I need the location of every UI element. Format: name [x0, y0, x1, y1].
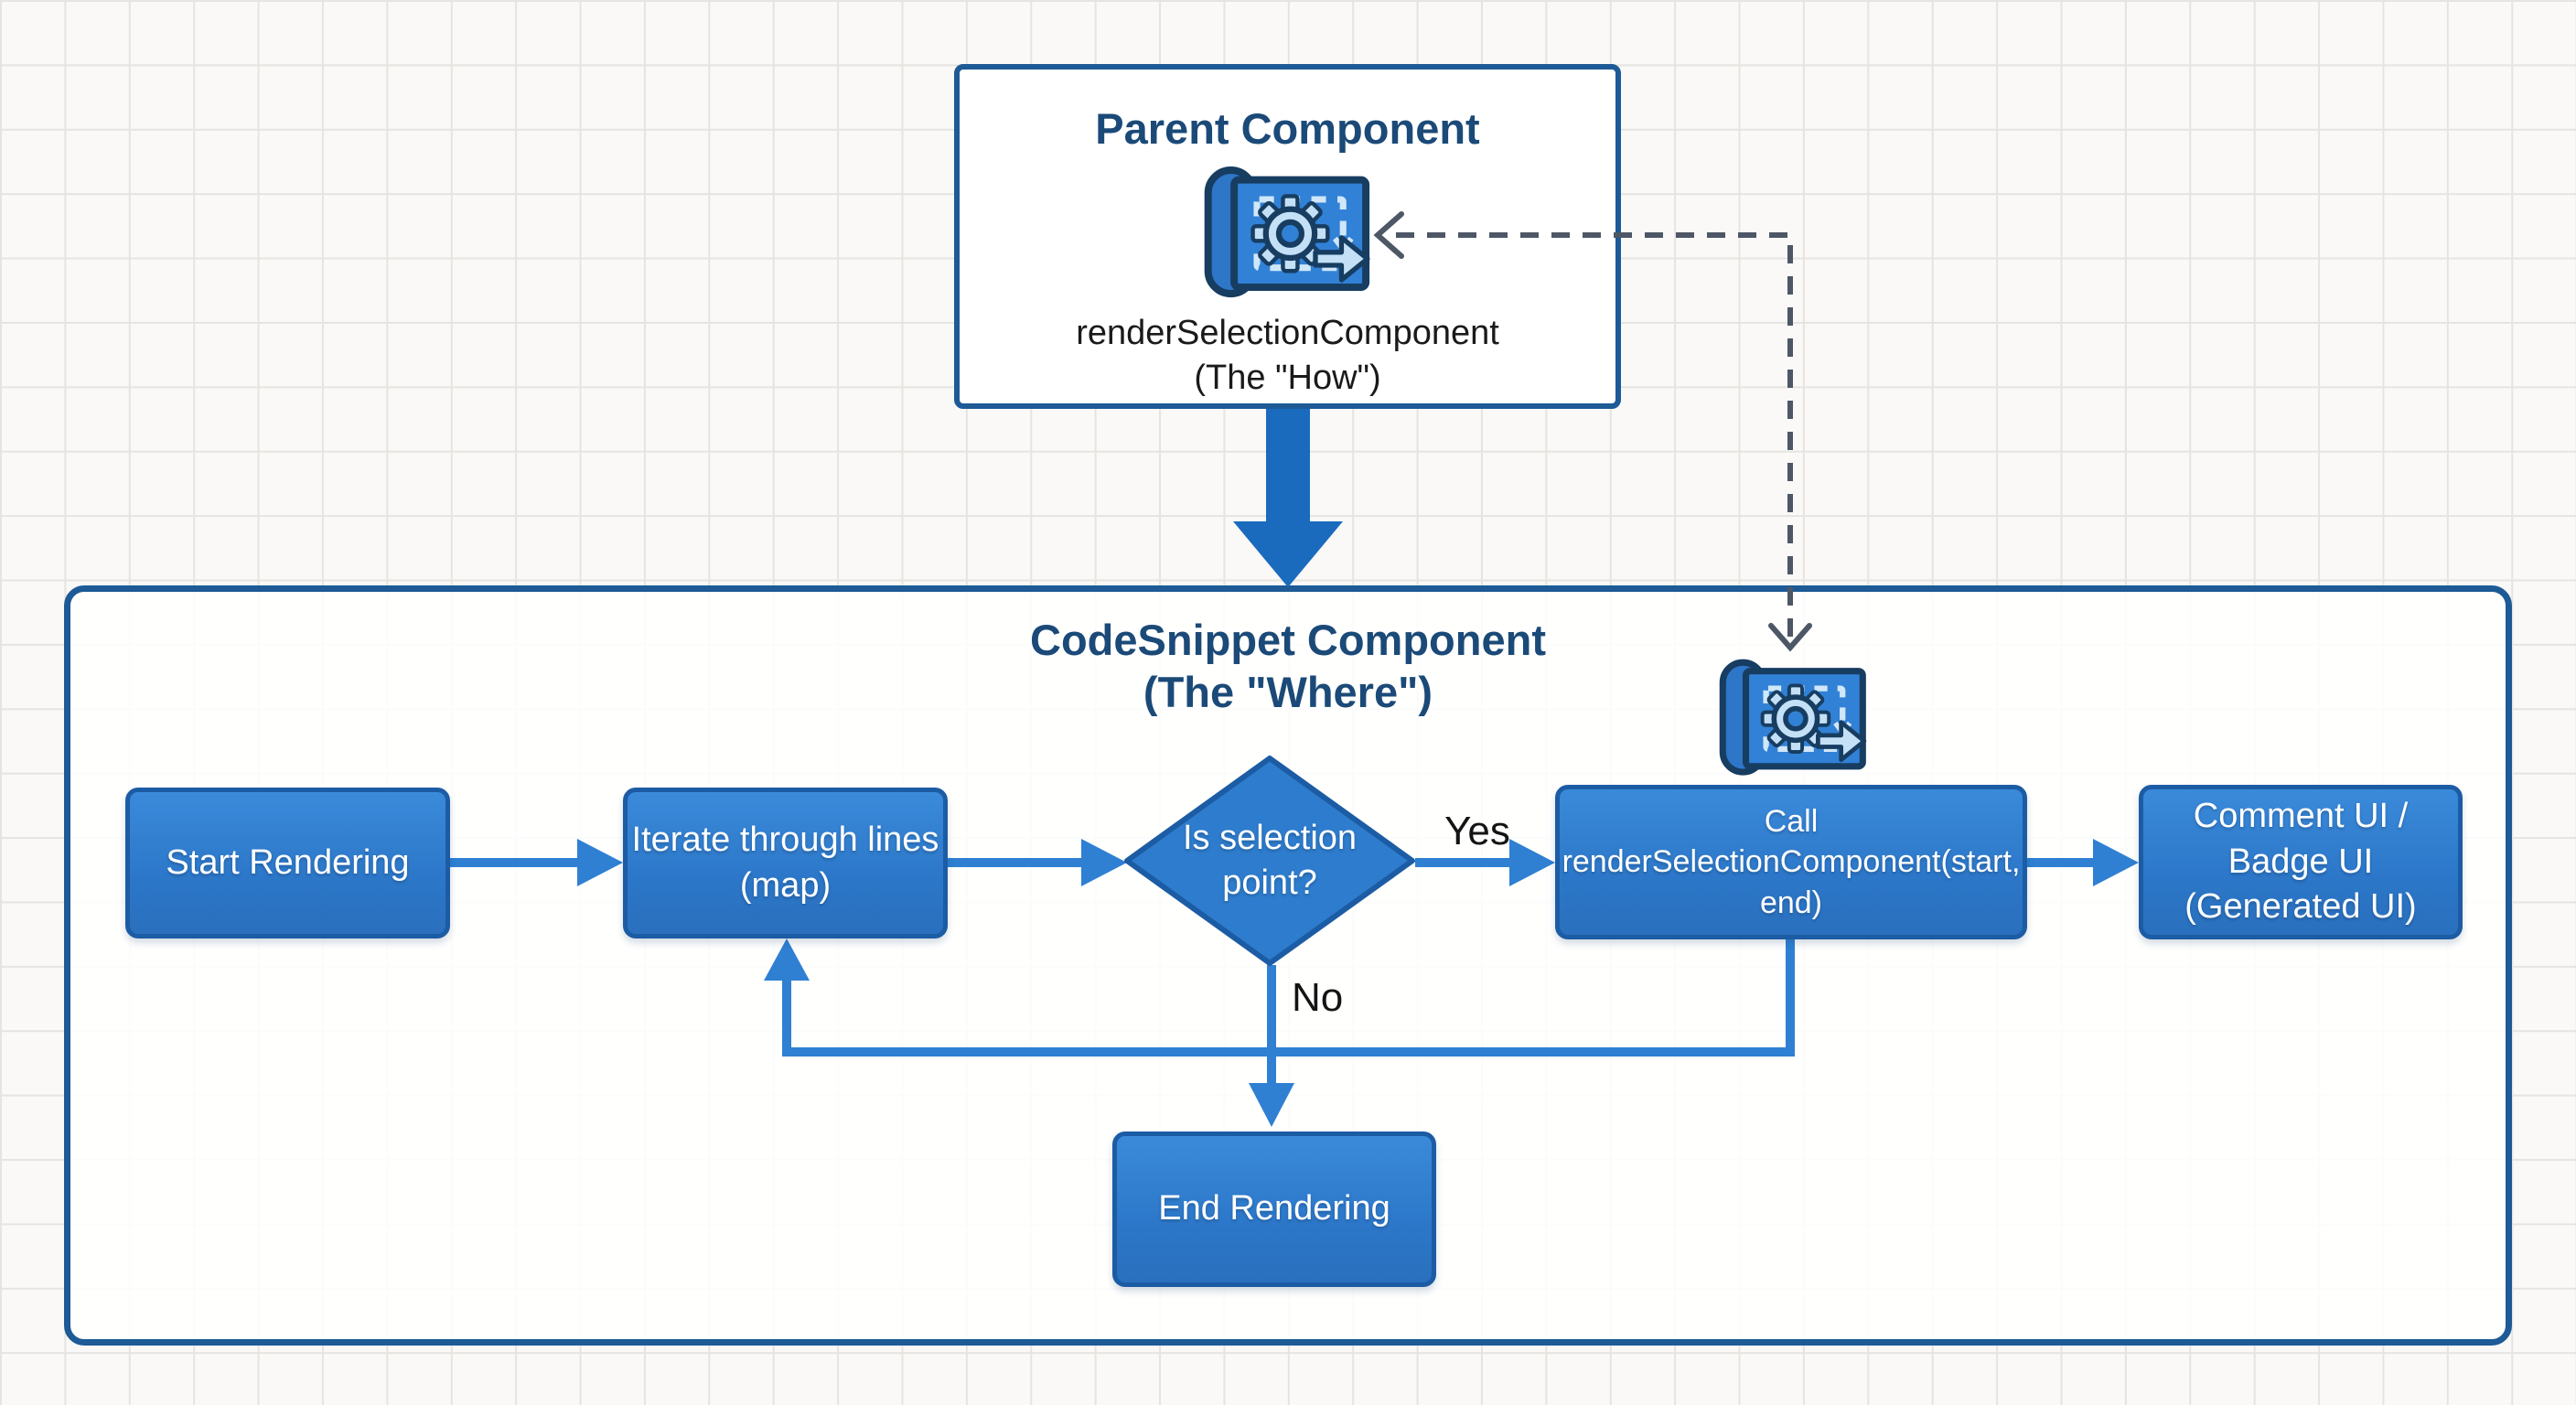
- decision-label: Is selection point?: [1182, 818, 1358, 902]
- parent-component-box: Parent Component renderSelectionComponen…: [954, 64, 1621, 409]
- edge-decision-no: [1249, 965, 1294, 1127]
- node-iterate-through-lines: Iterate through lines (map): [623, 788, 948, 938]
- edge-start-to-iterate: [450, 839, 623, 886]
- node-start-rendering: Start Rendering: [125, 788, 450, 938]
- dashed-reference-connector: [1373, 211, 1812, 652]
- edge-iterate-to-decision: [948, 839, 1127, 886]
- edge-call-to-output: [2027, 839, 2139, 886]
- parent-to-codesnippet-arrow: [1233, 409, 1343, 587]
- edge-decision-yes: [1415, 839, 1555, 886]
- edge-loop-back: [764, 938, 1795, 1056]
- node-comment-badge-ui: Comment UI / Badge UI (Generated UI): [2139, 785, 2463, 939]
- no-edge-label: No: [1292, 975, 1344, 1020]
- node-call-renderselectioncomponent: Call renderSelectionComponent(start, end…: [1555, 785, 2027, 939]
- codesnippet-box-title: CodeSnippet Component (The "Where"): [1030, 616, 1546, 717]
- parent-box-label: renderSelectionComponent (The "How"): [1076, 314, 1499, 398]
- yes-edge-label: Yes: [1444, 809, 1510, 853]
- blueprint-gear-icon: [1712, 649, 1872, 779]
- blueprint-gear-icon: [1197, 156, 1376, 302]
- node-end-rendering: End Rendering: [1112, 1132, 1436, 1287]
- node-is-selection-point: Is selection point?: [1123, 755, 1416, 967]
- parent-box-title: Parent Component: [1095, 104, 1480, 153]
- decision-diamond-shape: [1124, 756, 1415, 966]
